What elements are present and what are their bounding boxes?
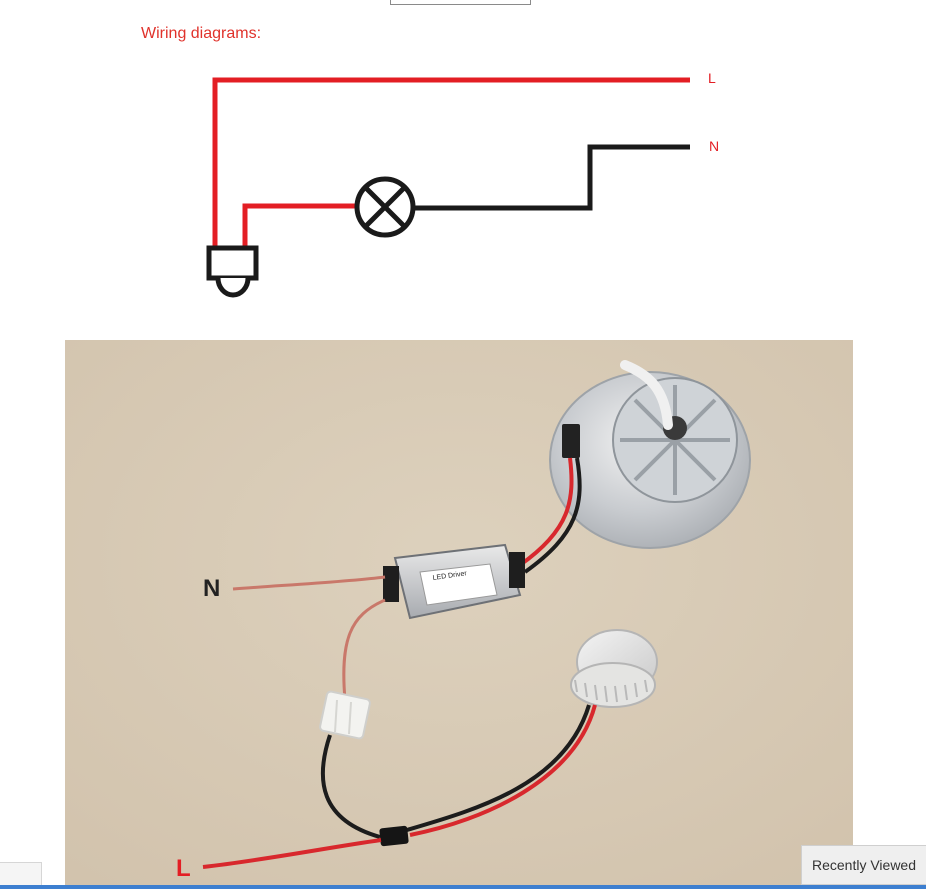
- neutral-wire: [413, 144, 690, 211]
- bottom-accent-bar: [0, 885, 926, 889]
- led-driver: LED Driver: [383, 543, 525, 620]
- wire-connector: [319, 690, 371, 740]
- pir-sensor: [570, 629, 658, 708]
- line-n-label: N: [709, 138, 719, 154]
- led-downlight: [549, 360, 751, 549]
- switch-to-lamp-wire: [242, 203, 357, 250]
- driver-title: LED Driver: [432, 570, 468, 582]
- recently-viewed-button[interactable]: Recently Viewed: [801, 845, 926, 885]
- live-wire: [212, 77, 690, 250]
- wiring-diagram: L N: [206, 70, 719, 298]
- top-input-box[interactable]: [390, 0, 531, 5]
- section-title: Wiring diagrams:: [141, 25, 262, 42]
- lamp-symbol-icon: [354, 176, 416, 238]
- photo-label-n: N: [203, 575, 220, 602]
- sensor-switch-icon: [206, 245, 259, 298]
- photo-illustration: LED Driver: [65, 340, 853, 889]
- photo-label-l: L: [176, 855, 191, 882]
- line-l-label: L: [708, 70, 716, 86]
- product-photo: LED Driver: [65, 340, 853, 889]
- inline-connector: [379, 825, 409, 847]
